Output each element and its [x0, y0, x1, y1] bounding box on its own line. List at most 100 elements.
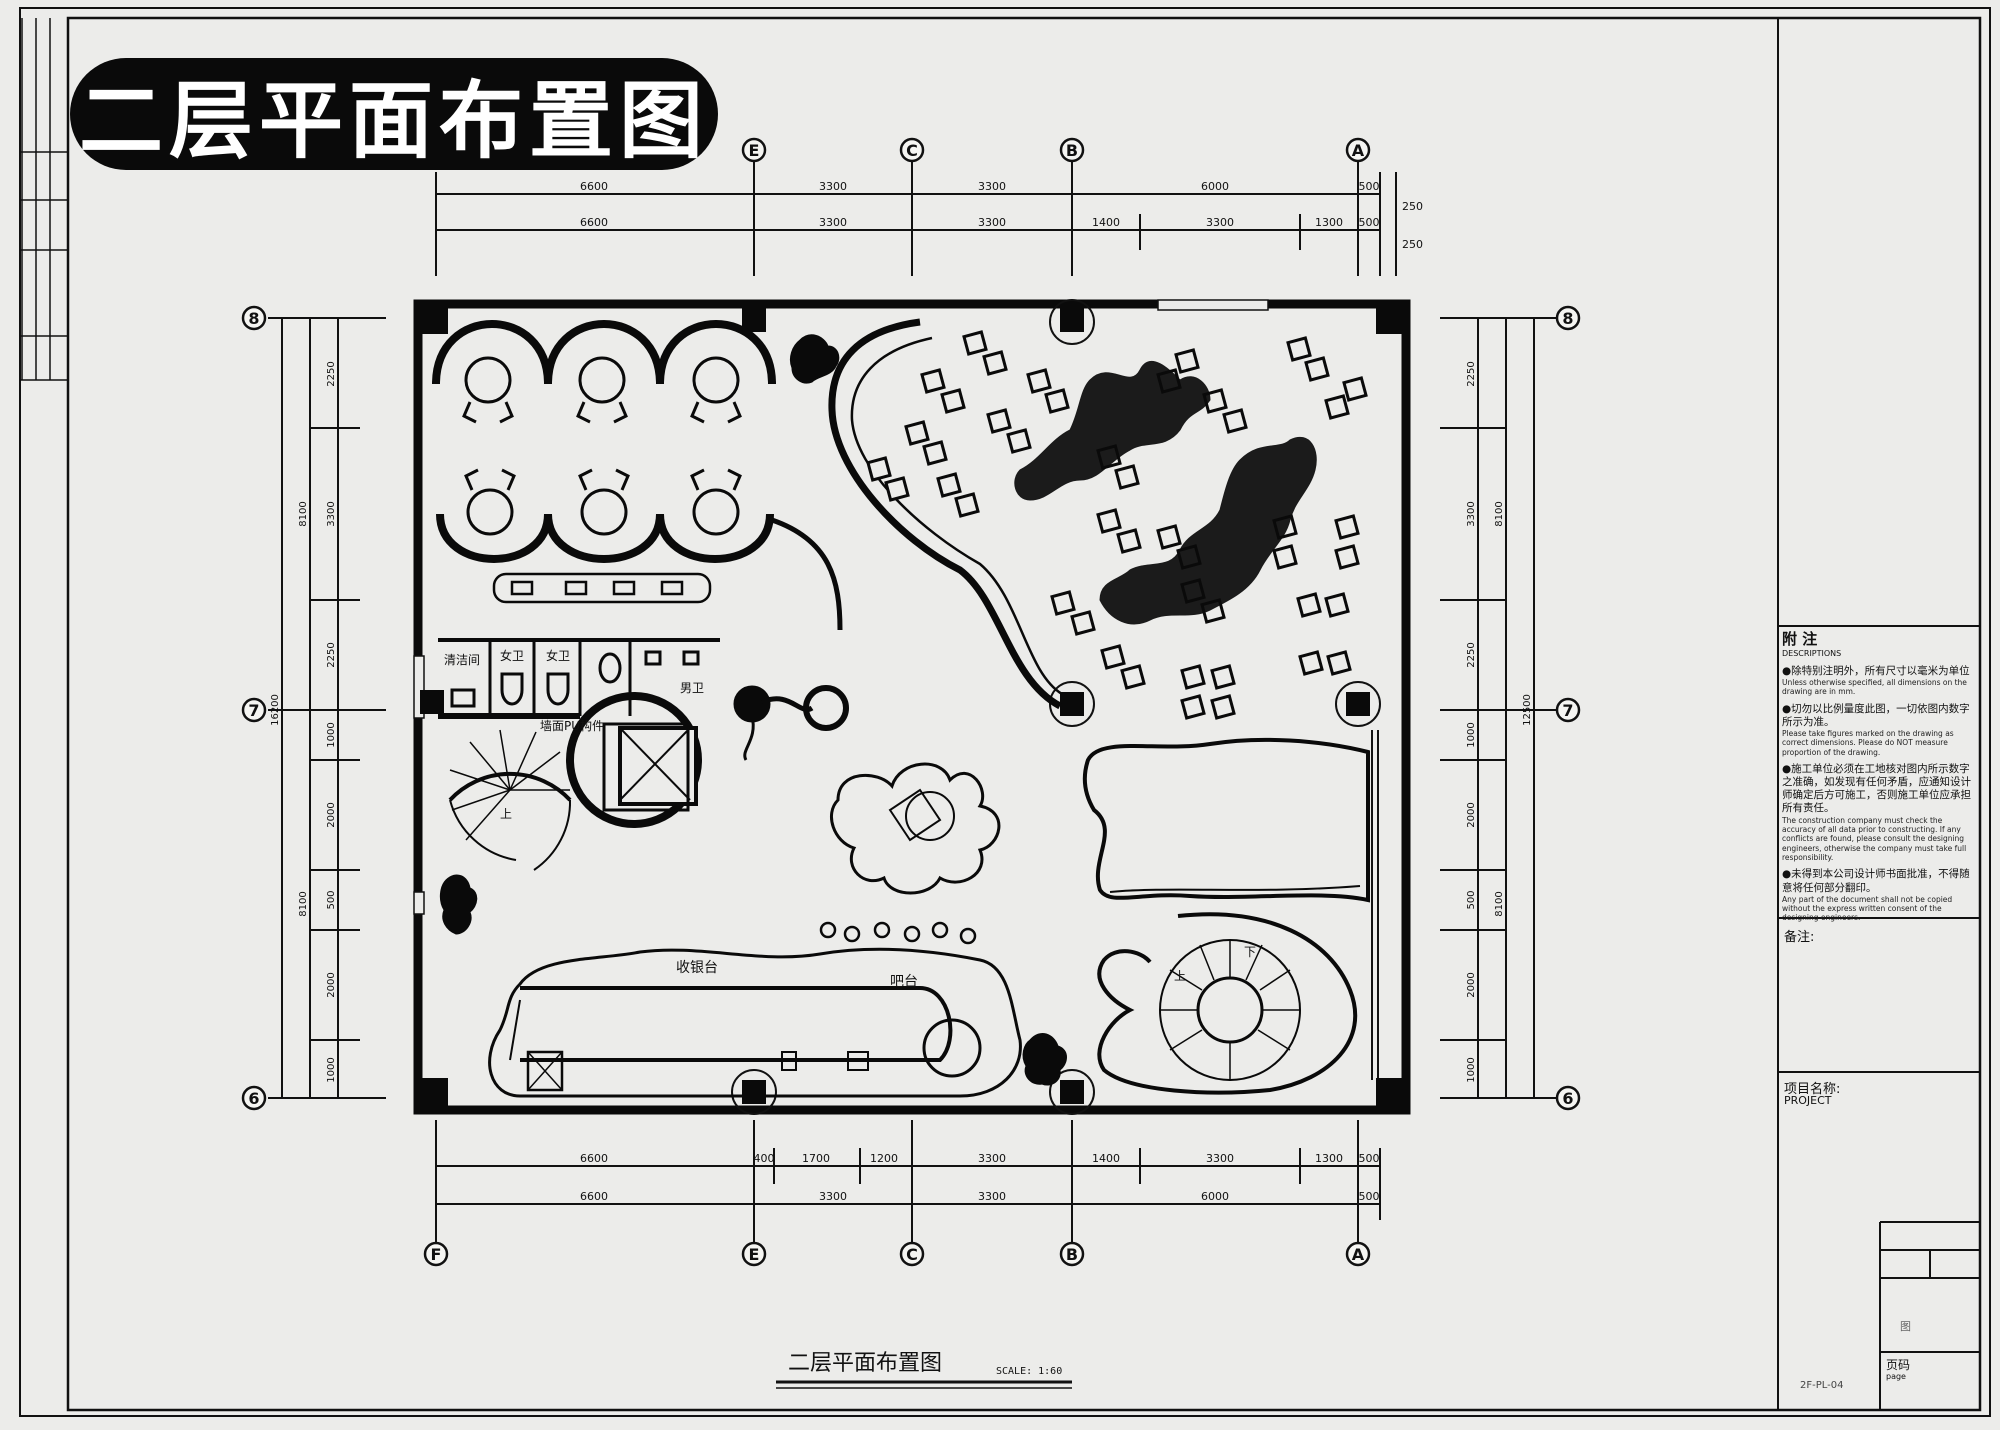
dim-text: 3300 [978, 1190, 1006, 1203]
axis-bubble-left-7: 7 [241, 697, 267, 723]
dim-text: 3300 [326, 501, 337, 526]
label-female-restroom: 女卫 [546, 648, 570, 663]
square-table [922, 440, 948, 466]
axis-bubble-top-e: E [741, 137, 767, 163]
square-table [1044, 388, 1070, 414]
label-cleaning-room: 清洁间 [444, 653, 480, 667]
dim-text: 2000 [1466, 802, 1477, 827]
chair [576, 401, 591, 424]
axis-bubble-top-a: A [1345, 137, 1371, 163]
description-item: ●切勿以比例量度此图，一切依图内数字所示为准。 Please take figu… [1782, 703, 1972, 757]
project-name-label-en: PROJECT [1784, 1094, 1832, 1107]
square-table [1272, 544, 1298, 570]
column [1060, 692, 1084, 716]
chair [727, 468, 742, 491]
axis-label: 6 [1562, 1089, 1573, 1108]
column [420, 1078, 448, 1106]
drawing-scale: SCALE: 1:60 [996, 1366, 1062, 1377]
column [1346, 692, 1370, 716]
label-stair-up: 上 [1174, 969, 1186, 983]
square-table [884, 476, 910, 502]
sink [510, 580, 534, 596]
column-ring [1049, 1069, 1095, 1115]
square-table [1180, 664, 1206, 690]
dim-text: 250 [1402, 238, 1423, 251]
square-table [1286, 336, 1312, 362]
axis-label: 6 [248, 1089, 259, 1108]
plant-icon [789, 334, 840, 384]
axis-label: F [431, 1245, 442, 1264]
spiral-stair-left [448, 729, 572, 871]
dim-text: 500 [1359, 1190, 1380, 1203]
dim-text: 6600 [580, 1190, 608, 1203]
axis-bubble-right-7: 7 [1555, 697, 1581, 723]
dim-text: 2250 [1466, 361, 1477, 386]
sink [781, 1051, 797, 1071]
center-tree-feature [829, 762, 1001, 895]
window-opening-left-2 [413, 891, 425, 915]
curved-walkway [828, 318, 1063, 710]
lounge-right [1082, 737, 1370, 903]
chair [499, 401, 514, 424]
square-table [1296, 592, 1322, 618]
dim-text: 3300 [1466, 501, 1477, 526]
building-walls [413, 299, 1411, 1115]
square-table [940, 388, 966, 414]
plant-icon [439, 874, 478, 935]
dim-text: 1000 [1466, 1057, 1477, 1082]
round-table [466, 488, 514, 536]
dim-text: 2250 [326, 361, 337, 386]
dim-text: 3300 [1206, 216, 1234, 229]
dim-text: 2000 [326, 802, 337, 827]
dim-text: 2250 [1466, 642, 1477, 667]
square-table [1006, 428, 1032, 454]
square-table [1120, 664, 1146, 690]
axis-label: 8 [248, 309, 259, 328]
axis-bubble-left-8: 8 [241, 305, 267, 331]
axis-bubble-left-6: 6 [241, 1085, 267, 1111]
square-table [936, 472, 962, 498]
dimension-text-left: 2250 3300 2250 1000 2000 500 2000 1000 8… [270, 361, 337, 1082]
decorative-planters [439, 334, 1317, 1086]
dim-text: 1400 [1092, 216, 1120, 229]
bar-stool [931, 921, 949, 939]
inner-border [66, 16, 1982, 1412]
square-table [1096, 508, 1122, 534]
dim-text: 6000 [1201, 1190, 1229, 1203]
dim-text: 1400 [1092, 1152, 1120, 1165]
planter-ring [922, 1018, 982, 1078]
axis-bubble-bottom-b: B [1059, 1241, 1085, 1267]
axis-label: B [1066, 1245, 1078, 1264]
dim-text: 3300 [1206, 1152, 1234, 1165]
booth-bottom-row [436, 468, 774, 563]
chair [462, 401, 477, 424]
square-table [1210, 694, 1236, 720]
page-label: 页码 [1886, 1358, 1911, 1372]
label-stair-up: 上 [500, 807, 512, 821]
chair [615, 468, 630, 491]
description-zh: ●切勿以比例量度此图，一切依图内数字所示为准。 [1782, 702, 1970, 728]
axis-label: C [906, 1245, 918, 1264]
dimension-text-top: 6600 3300 3300 6000 500 6600 3300 3300 1… [580, 180, 1423, 251]
label-bar: 吧台 [890, 974, 918, 990]
label-cashier: 收银台 [676, 960, 718, 976]
axis-label: 8 [1562, 309, 1573, 328]
sink [660, 580, 684, 596]
axis-markers-left: 8 7 6 [241, 305, 267, 1111]
description-en: The construction company must check the … [1782, 815, 1967, 863]
square-table [1210, 664, 1236, 690]
square-table [1050, 590, 1076, 616]
column-ring [1335, 681, 1381, 727]
square-table [1174, 348, 1200, 374]
column [1060, 1080, 1084, 1104]
dim-text: 6600 [580, 180, 608, 193]
page-number: 2F-PL-04 [1800, 1380, 1844, 1391]
dim-text: 500 [1359, 180, 1380, 193]
round-table [692, 356, 740, 404]
axis-markers-top: E C B A [741, 137, 1371, 163]
dim-text: 500 [326, 890, 337, 909]
dim-text: 250 [1402, 200, 1423, 213]
sink [847, 1051, 869, 1071]
round-table [580, 488, 628, 536]
